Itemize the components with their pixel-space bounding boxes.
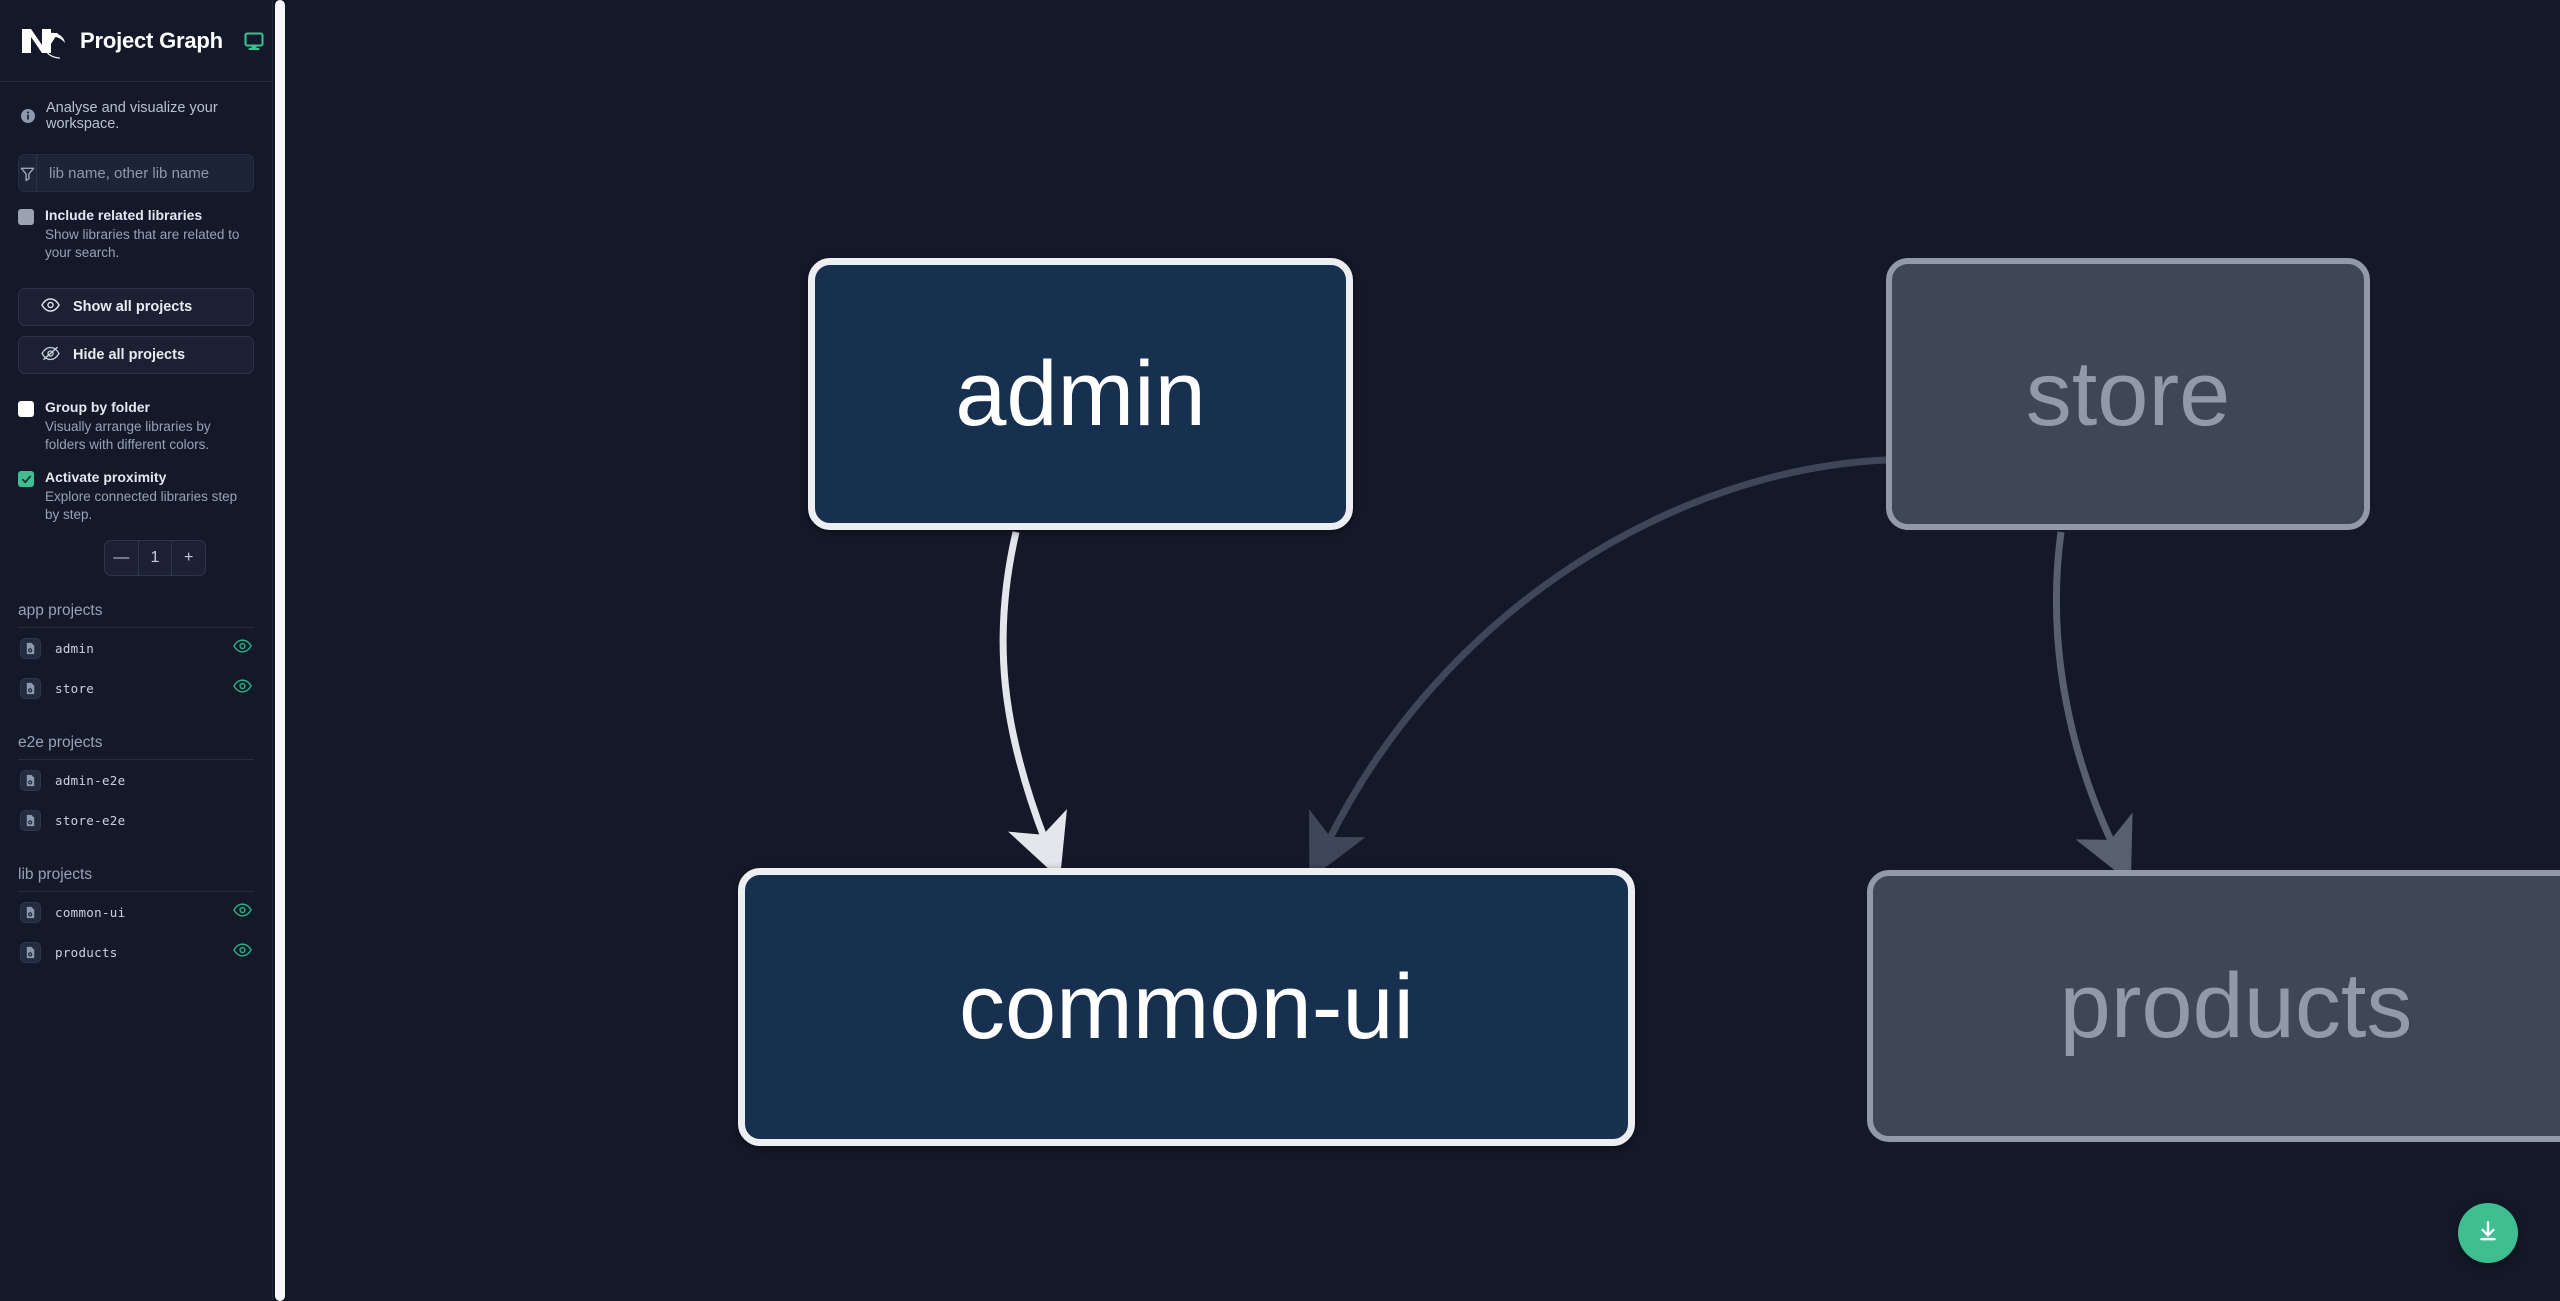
hide-all-projects-button[interactable]: Hide all projects bbox=[18, 336, 254, 375]
option-title: Include related libraries bbox=[45, 207, 203, 223]
project-name: store bbox=[55, 680, 95, 696]
show-all-projects-label: Show all projects bbox=[73, 299, 193, 316]
graph-node-label: common-ui bbox=[958, 955, 1414, 1058]
project-file-icon bbox=[20, 769, 41, 791]
sidebar-scrollbar[interactable] bbox=[274, 0, 286, 1301]
project-graph-canvas[interactable]: admin store common-ui products bbox=[273, 0, 2560, 1301]
divider bbox=[18, 759, 254, 761]
option-include-related-libraries[interactable]: Include related libraries Show libraries… bbox=[0, 192, 272, 262]
eye-icon[interactable] bbox=[233, 639, 252, 658]
download-graph-button[interactable] bbox=[2458, 1203, 2518, 1263]
project-name: store-e2e bbox=[55, 812, 126, 828]
proximity-decrement-button[interactable]: — bbox=[113, 549, 130, 567]
search-input[interactable] bbox=[37, 155, 253, 191]
sidebar-info: Analyse and visualize your workspace. bbox=[0, 82, 272, 144]
project-name: products bbox=[55, 944, 118, 960]
eye-icon[interactable] bbox=[233, 943, 252, 962]
page-title: Project Graph bbox=[80, 27, 223, 53]
graph-node-store[interactable]: store bbox=[1886, 258, 2370, 530]
graph-node-label: admin bbox=[955, 342, 1206, 445]
include-related-libraries-checkbox[interactable] bbox=[18, 209, 34, 225]
graph-node-common-ui[interactable]: common-ui bbox=[738, 868, 1635, 1146]
sidebar-item-store[interactable]: store bbox=[18, 668, 254, 708]
sidebar-item-products[interactable]: products bbox=[18, 932, 254, 972]
option-description: Show libraries that are related to your … bbox=[45, 226, 240, 260]
option-description: Explore connected libraries step by step… bbox=[45, 488, 238, 523]
proximity-value: 1 bbox=[137, 541, 172, 576]
graph-edges bbox=[999, 456, 2133, 884]
edge-admin-to-common-ui bbox=[999, 531, 1067, 880]
eye-icon bbox=[41, 298, 60, 316]
section-title: lib projects bbox=[18, 866, 93, 884]
download-icon bbox=[2475, 1218, 2501, 1249]
project-name: admin bbox=[55, 640, 95, 656]
eye-off-icon bbox=[41, 346, 60, 365]
filter-funnel-icon bbox=[19, 155, 37, 191]
option-group-by-folder[interactable]: Group by folder Visually arrange librari… bbox=[0, 374, 272, 454]
edge-store-to-common-ui bbox=[1309, 456, 1887, 880]
sidebar-item-store-e2e[interactable]: store-e2e bbox=[18, 800, 254, 840]
project-name: common-ui bbox=[55, 904, 126, 920]
project-file-icon bbox=[20, 901, 41, 923]
graph-node-label: store bbox=[2025, 342, 2231, 445]
project-file-icon bbox=[20, 809, 41, 831]
graph-node-label: products bbox=[2059, 954, 2413, 1057]
project-file-icon bbox=[20, 941, 41, 963]
option-title: Activate proximity bbox=[45, 469, 167, 486]
proximity-stepper[interactable]: — 1 + bbox=[104, 540, 206, 577]
sidebar: Project Graph Analyse and visualize your… bbox=[0, 0, 273, 1301]
edge-store-to-products bbox=[2052, 531, 2133, 884]
option-activate-proximity[interactable]: Activate proximity Explore connected lib… bbox=[0, 454, 272, 524]
info-icon bbox=[20, 108, 36, 124]
show-all-projects-button[interactable]: Show all projects bbox=[18, 288, 254, 327]
sidebar-header: Project Graph bbox=[0, 0, 272, 82]
eye-icon[interactable] bbox=[233, 903, 252, 922]
proximity-increment-button[interactable]: + bbox=[171, 541, 205, 576]
section-e2e-projects: e2e projects admin-e2e bbox=[0, 734, 272, 840]
project-file-icon bbox=[20, 677, 41, 699]
activate-proximity-checkbox[interactable] bbox=[18, 471, 34, 488]
divider bbox=[18, 627, 254, 629]
sidebar-item-admin-e2e[interactable]: admin-e2e bbox=[18, 760, 254, 800]
graph-node-products[interactable]: products bbox=[1867, 870, 2560, 1142]
search-filter[interactable] bbox=[18, 154, 254, 192]
option-description: Visually arrange libraries by folders wi… bbox=[45, 418, 211, 453]
sidebar-item-admin[interactable]: admin bbox=[18, 628, 254, 668]
project-file-icon bbox=[20, 637, 41, 659]
scrollbar-thumb[interactable] bbox=[275, 0, 285, 1301]
section-title: e2e projects bbox=[18, 734, 103, 752]
option-title: Group by folder bbox=[45, 399, 150, 416]
section-app-projects: app projects admin bbox=[0, 602, 272, 708]
graph-node-admin[interactable]: admin bbox=[808, 258, 1353, 530]
project-name: admin-e2e bbox=[55, 772, 126, 788]
monitor-icon[interactable] bbox=[243, 30, 265, 52]
sidebar-item-common-ui[interactable]: common-ui bbox=[18, 892, 254, 932]
section-title: app projects bbox=[18, 602, 103, 620]
eye-icon[interactable] bbox=[233, 679, 252, 698]
sidebar-info-text: Analyse and visualize your workspace. bbox=[46, 100, 218, 132]
hide-all-projects-label: Hide all projects bbox=[73, 347, 186, 364]
divider bbox=[18, 891, 254, 893]
section-lib-projects: lib projects common-ui bbox=[0, 866, 272, 972]
group-by-folder-checkbox[interactable] bbox=[18, 401, 34, 418]
nx-logo bbox=[20, 21, 66, 61]
